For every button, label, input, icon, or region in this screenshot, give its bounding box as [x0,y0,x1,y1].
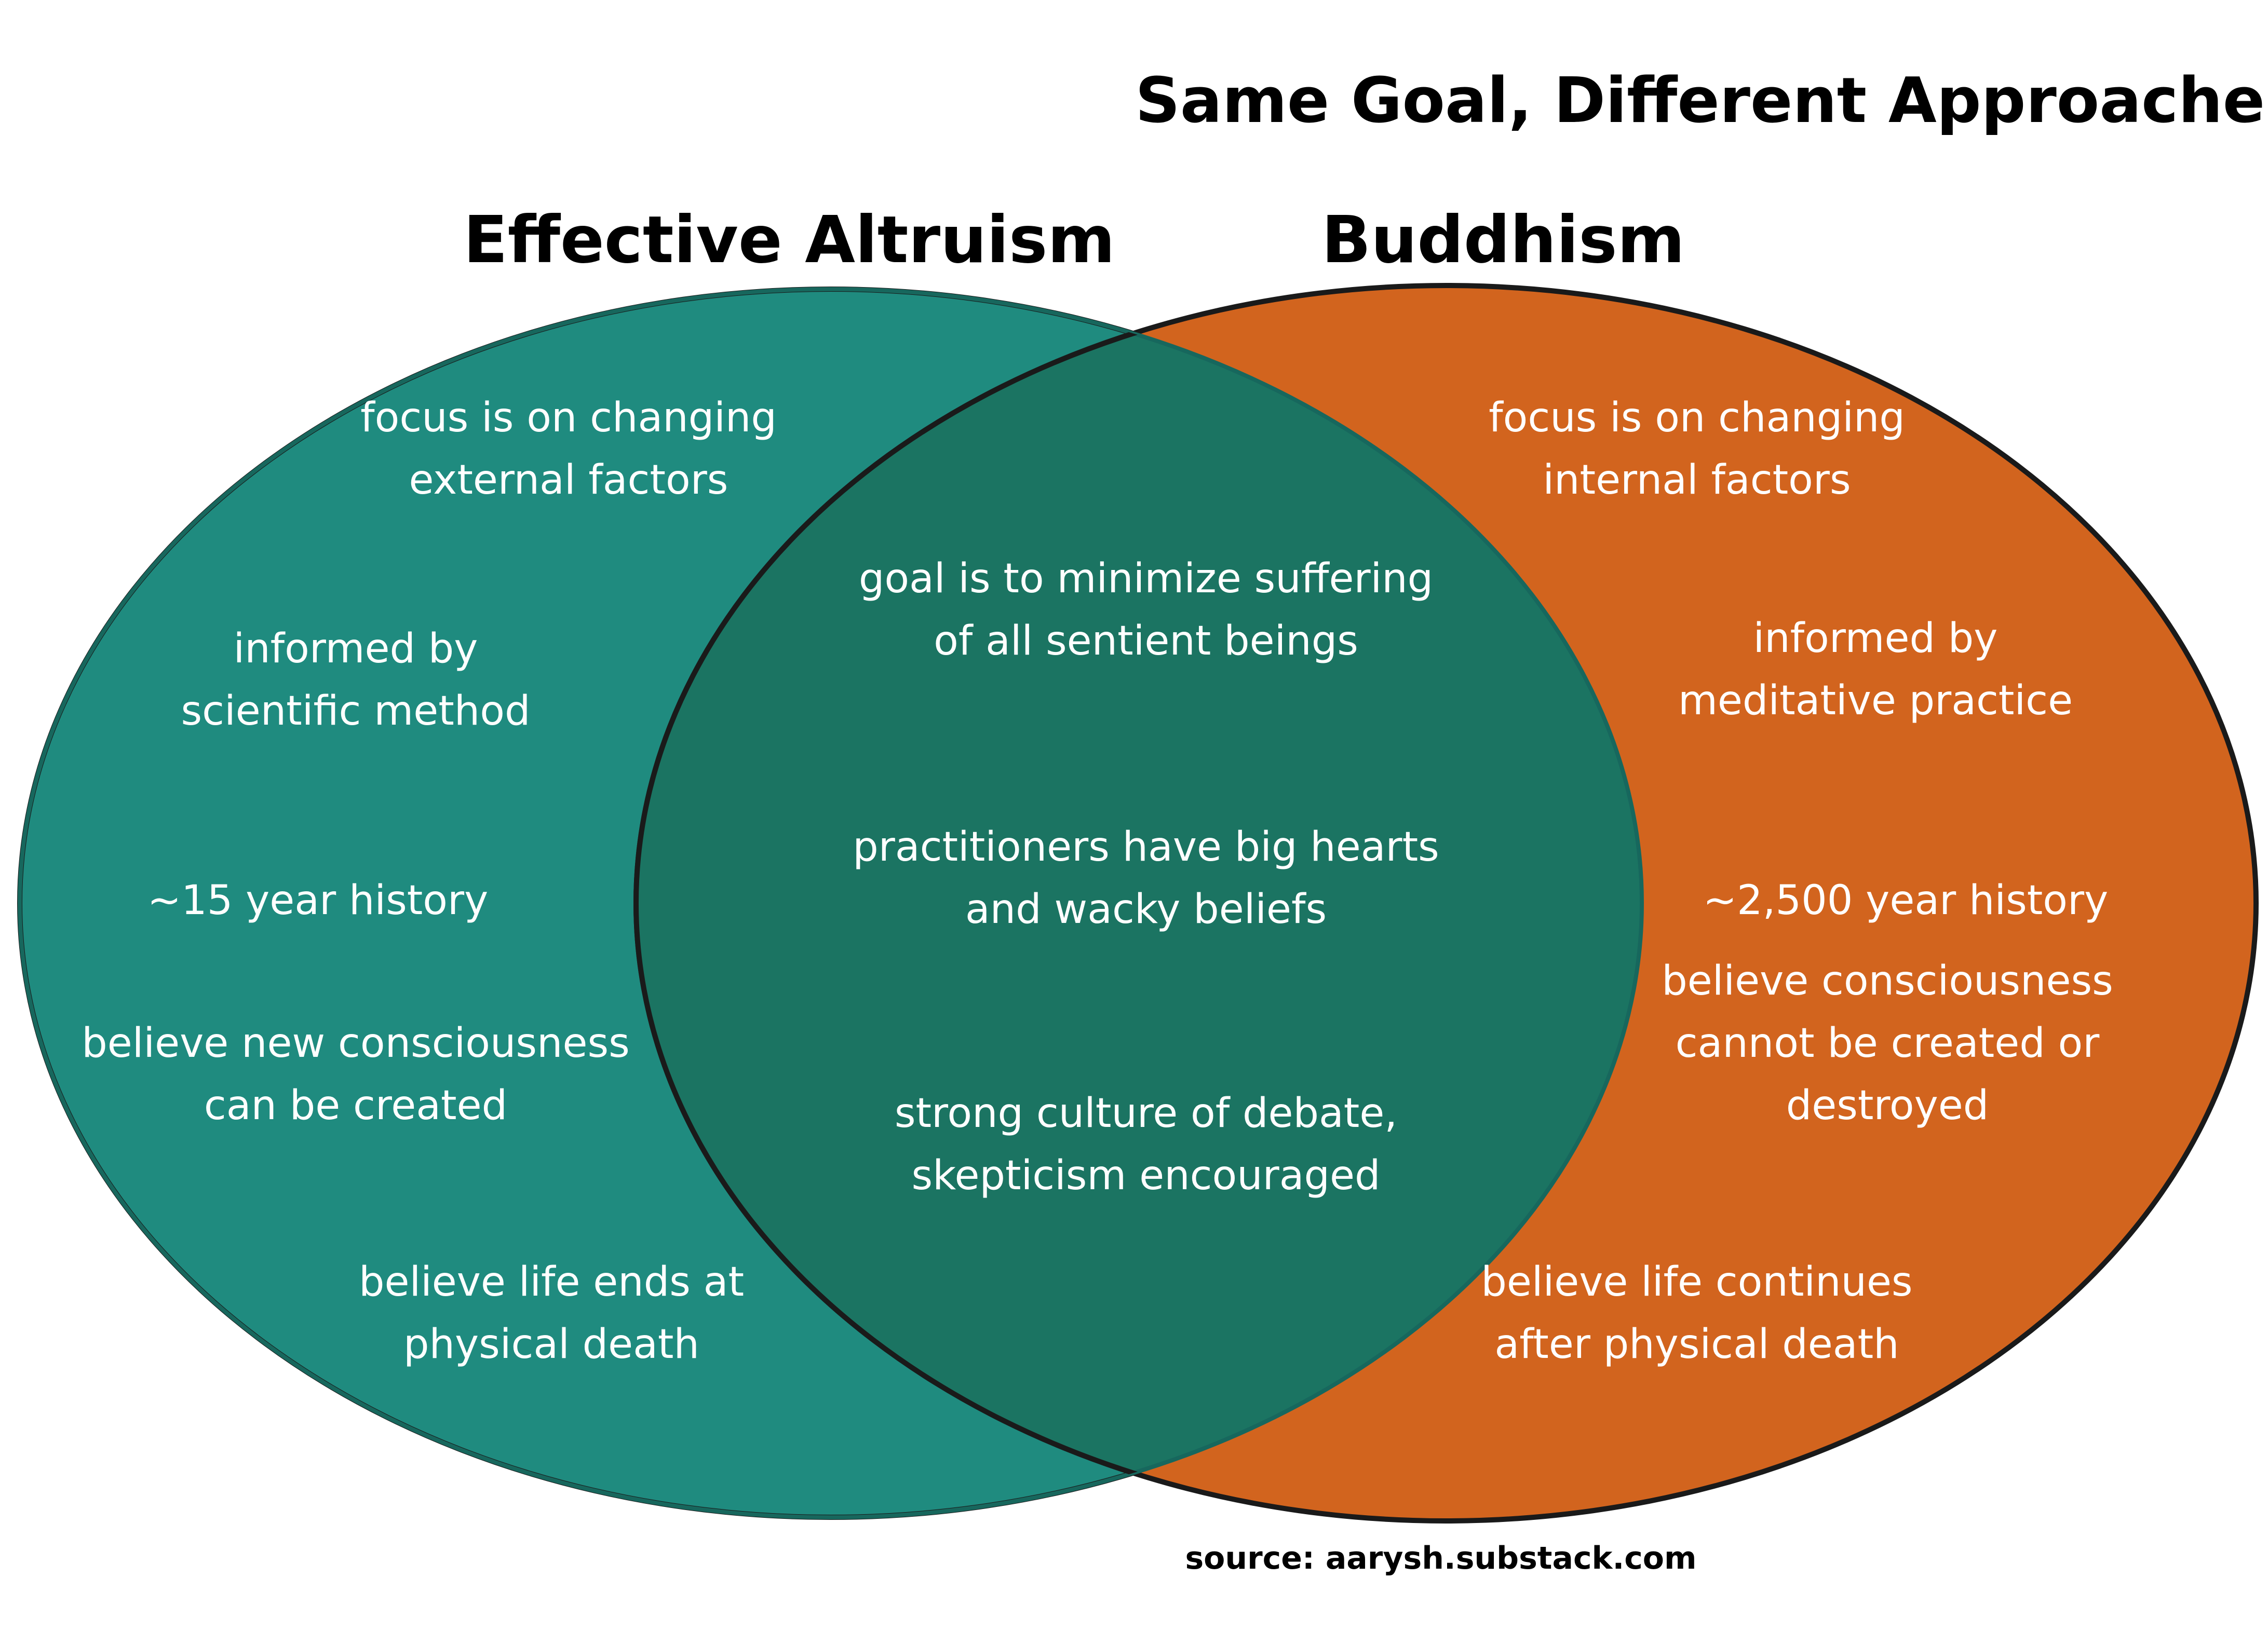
shared-item-1-line-2: of all sentient beings [934,618,1358,664]
right-set-title: Buddhism [1321,202,1685,278]
right-item-2-line-2: meditative practice [1678,677,2073,724]
left-item-2-line-1: informed by [234,625,478,672]
right-item-5: believe life continues after physical dea… [1481,1259,1912,1368]
shared-item-2-line-2: and wacky beliefs [965,886,1327,933]
left-item-5-line-2: physical death [403,1321,699,1368]
shared-item-1-line-1: goal is to minimize suffering [859,555,1433,602]
left-item-4: believe new consciousness can be created [82,1020,630,1129]
shared-item-2: practitioners have big hearts and wacky b… [853,824,1439,933]
left-item-1-line-1: focus is on changing [360,395,777,441]
shared-item-1: goal is to minimize suffering of all sent… [859,555,1433,664]
right-item-1-line-1: focus is on changing [1489,395,1905,441]
right-item-2-line-1: informed by [1753,615,1998,662]
right-item-1: focus is on changing internal factors [1489,395,1905,504]
right-item-3-line-1: ~2,500 year history [1703,877,2109,924]
right-item-2: informed by meditative practice [1678,615,2073,724]
shared-items: goal is to minimize suffering of all sent… [853,555,1439,1199]
right-item-5-line-2: after physical death [1494,1321,1899,1368]
left-item-2-line-2: scientific method [181,688,531,735]
diagram-title: Same Goal, Different Approaches [1135,65,2268,137]
right-item-4-line-3: destroyed [1786,1082,1989,1129]
left-set-items: focus is on changing external factors info… [82,395,777,1368]
right-item-1-line-2: internal factors [1543,457,1851,504]
left-item-3: ~15 year history [147,877,489,924]
right-set-inner-outline [633,289,1642,1517]
right-item-4: believe consciousness cannot be created o… [1662,958,2113,1129]
shared-item-2-line-1: practitioners have big hearts [853,824,1439,871]
left-item-5: believe life ends at physical death [359,1259,744,1368]
source-credit: source: aarysh.substack.com [1185,1540,1696,1576]
shared-item-3-line-2: skepticism encouraged [911,1152,1380,1199]
overlap-region [636,289,1642,1517]
shared-item-3-line-1: strong culture of debate, [895,1090,1397,1137]
left-item-4-line-2: can be created [204,1082,507,1129]
shared-item-3: strong culture of debate, skepticism enco… [895,1090,1397,1199]
left-item-3-line-1: ~15 year history [147,877,489,924]
left-item-5-line-1: believe life ends at [359,1259,744,1305]
left-item-4-line-1: believe new consciousness [82,1020,630,1067]
right-set-items: focus is on changing internal factors info… [1481,395,2113,1368]
right-item-4-line-1: believe consciousness [1662,958,2113,1004]
left-item-2: informed by scientific method [181,625,531,735]
right-item-3: ~2,500 year history [1703,877,2109,924]
left-item-1-line-2: external factors [409,457,728,504]
left-set-outline [18,287,1644,1519]
left-set-title: Effective Altruism [463,202,1115,278]
left-item-1: focus is on changing external factors [360,395,777,504]
right-item-5-line-1: believe life continues [1481,1259,1912,1305]
right-item-4-line-2: cannot be created or [1676,1020,2100,1067]
